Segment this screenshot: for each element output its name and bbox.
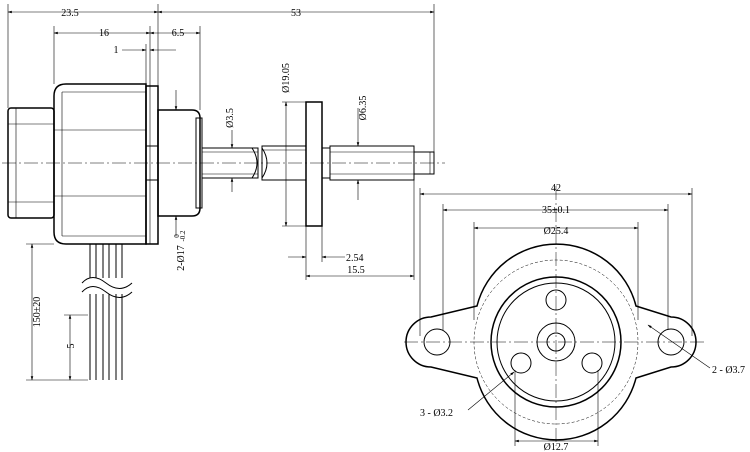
- hole-pcd-circle: [473, 259, 639, 425]
- screw-hole-right: [581, 352, 603, 374]
- center-shaft-inner: [546, 332, 566, 352]
- dim-6-35: Ø6.35: [358, 96, 369, 121]
- front-dimensions: 42 35±0.1 Ø25.4 Ø12.7 2 - Ø3.7 3 - Ø3.2: [419, 183, 745, 452]
- dim-17: 2-Ø17: [176, 245, 187, 271]
- dim-12-7: Ø12.7: [544, 442, 569, 452]
- dim-35: 35±0.1: [542, 205, 570, 216]
- screw-hole-left: [510, 352, 532, 374]
- side-view: [2, 83, 445, 380]
- dim-16: 16: [99, 28, 109, 39]
- dim-25-4: Ø25.4: [544, 226, 569, 237]
- motor-body: [53, 83, 147, 245]
- flange-ring: [145, 85, 159, 245]
- lead-wires: [81, 244, 133, 380]
- flange-outline: [405, 243, 697, 441]
- front-view: [404, 186, 704, 446]
- dim-23-5: 23.5: [61, 8, 79, 19]
- dim-5: 5: [66, 344, 77, 349]
- dim-15-5: 15.5: [347, 265, 365, 276]
- dim-150: 150±20: [32, 297, 43, 328]
- dim-53: 53: [291, 8, 301, 19]
- boss-outer: [490, 276, 622, 408]
- dim-17-tol-lower: -0.2: [179, 230, 187, 242]
- dim-3-2: 3 - Ø3.2: [420, 408, 453, 419]
- dim-2-54: 2.54: [346, 253, 364, 264]
- dim-42: 42: [551, 183, 561, 194]
- dim-3-5: Ø3.5: [225, 108, 236, 128]
- screw-hole-top: [545, 289, 567, 311]
- mounting-hole-right: [657, 328, 685, 356]
- mounting-hole-left: [423, 328, 451, 356]
- boss-inner: [496, 282, 616, 402]
- dim-19-05: Ø19.05: [281, 63, 292, 93]
- dim-17-tol-upper: 0: [173, 234, 181, 238]
- shaft-small: [201, 147, 259, 179]
- center-shaft-outer: [536, 322, 576, 362]
- dim-3-7: 2 - Ø3.7: [712, 365, 745, 376]
- side-dimensions: 23.5 53 16 6.5 1 Ø19.05 Ø6.35 Ø3.5 2-Ø17…: [7, 4, 435, 381]
- mounting-flange: [305, 101, 323, 227]
- dim-6-5: 6.5: [172, 28, 185, 39]
- dim-1: 1: [114, 45, 119, 56]
